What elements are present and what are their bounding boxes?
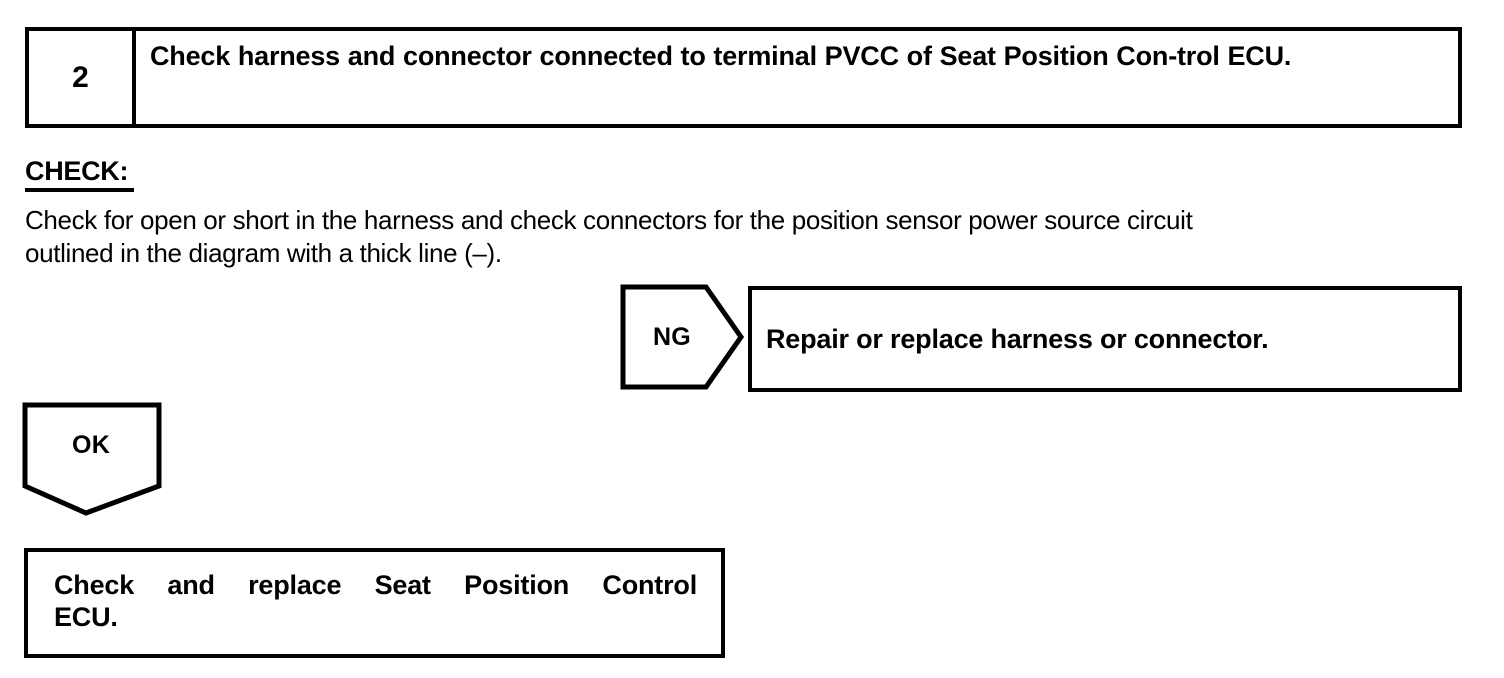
- final-action-box: Check and replace Seat Position Control …: [24, 548, 725, 658]
- final-action-line-1: Check and replace Seat Position Control: [54, 570, 697, 600]
- final-action-line-2: ECU.: [54, 601, 118, 632]
- check-body-line-2: outlined in the diagram with a thick lin…: [25, 237, 502, 268]
- ok-branch-arrow: [22, 402, 162, 516]
- step-title-cell: Check harness and connector connected to…: [136, 31, 1458, 124]
- check-body: Check for open or short in the harness a…: [25, 204, 1477, 270]
- ng-branch-arrow: [620, 284, 744, 390]
- step-number: 2: [72, 60, 89, 94]
- check-body-line-1: Check for open or short in the harness a…: [25, 205, 1193, 235]
- pentagon-right-icon: [620, 284, 744, 390]
- ng-result-box: Repair or replace harness or connector.: [748, 286, 1462, 392]
- check-label: CHECK:: [25, 156, 135, 192]
- step-header-box: 2 Check harness and connector connected …: [25, 27, 1462, 128]
- final-action-text: Check and replace Seat Position Control …: [54, 570, 697, 634]
- step-title: Check harness and connector connected to…: [150, 41, 1292, 71]
- pentagon-down-icon: [22, 402, 162, 516]
- check-label-text: CHECK:: [25, 156, 135, 192]
- step-number-cell: 2: [29, 31, 136, 124]
- ng-result-text: Repair or replace harness or connector.: [766, 323, 1269, 354]
